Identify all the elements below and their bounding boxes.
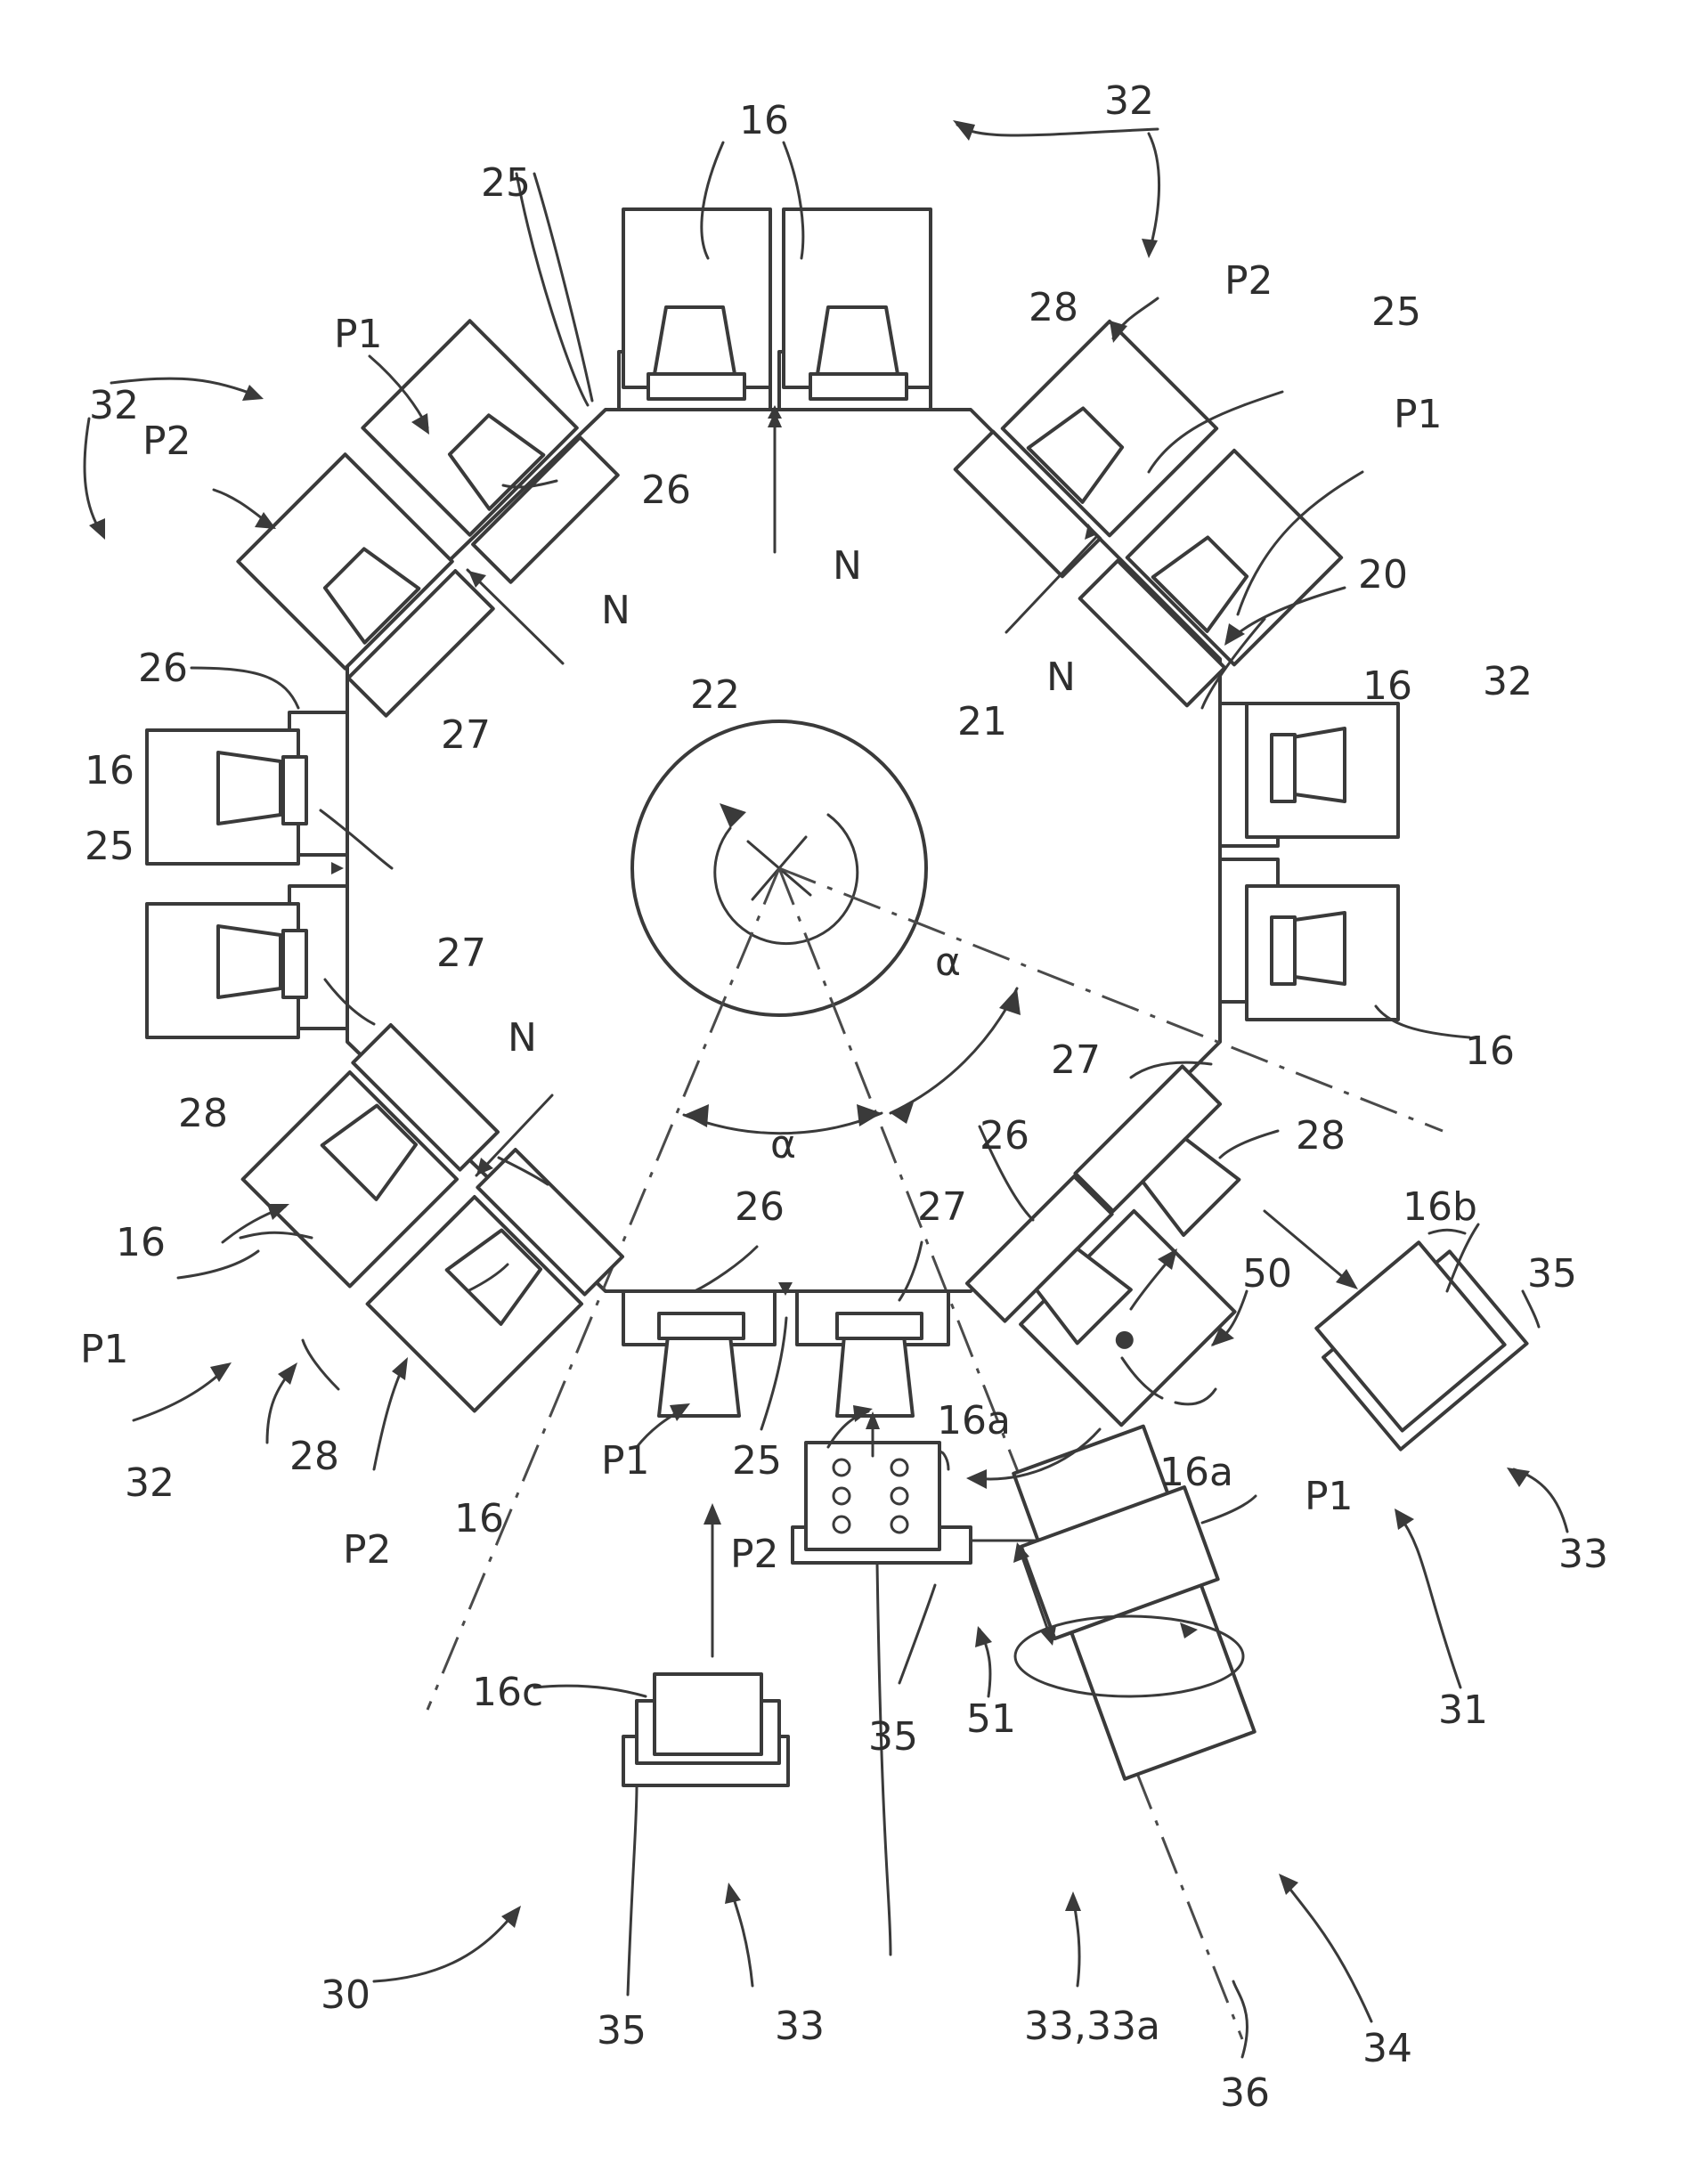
label-34: 34 — [1362, 2026, 1412, 2071]
label-35-right: 35 — [1527, 1251, 1577, 1297]
station-left-2 — [147, 886, 347, 1037]
label-32-top: 32 — [1104, 78, 1154, 124]
station-top-1 — [619, 209, 770, 410]
label-P1-lower-left: P1 — [80, 1327, 129, 1372]
alpha-arrow-1 — [684, 1104, 709, 1127]
label-P1-upper-left: P1 — [334, 312, 383, 357]
label-31: 31 — [1438, 1687, 1488, 1733]
label-16-right-bottom: 16 — [1465, 1029, 1515, 1074]
workpiece-16c-on-pallet — [623, 1674, 788, 1785]
label-27-left: 27 — [436, 931, 486, 976]
label-36: 36 — [1220, 2070, 1270, 2116]
label-alpha-lower: α — [770, 1122, 796, 1167]
label-35-bottom: 35 — [597, 2008, 647, 2053]
rotation-arrow-head — [720, 803, 746, 828]
alpha-arrow-2 — [857, 1104, 882, 1126]
label-P2-bottom: P2 — [730, 1532, 779, 1577]
label-16a-top: 16a — [937, 1398, 1011, 1443]
label-27-lower-right: 27 — [1051, 1037, 1101, 1083]
workpiece-16b-on-pallet — [1306, 1231, 1527, 1449]
label-16-top: 16 — [739, 98, 789, 143]
label-26-top: 26 — [641, 468, 691, 513]
label-28-lower-left: 28 — [289, 1434, 339, 1479]
label-16-left-top: 16 — [85, 748, 134, 793]
station-left-1 — [147, 712, 347, 864]
label-21: 21 — [957, 699, 1007, 744]
station-right-2 — [1220, 859, 1398, 1020]
label-P2-upper-left: P2 — [142, 419, 191, 464]
label-25-left: 25 — [85, 824, 134, 869]
label-32-left: 32 — [89, 383, 139, 428]
label-28-top: 28 — [1029, 285, 1078, 330]
label-33-33a: 33,33a — [1024, 2004, 1160, 2049]
label-16-lower-left: 16 — [116, 1220, 166, 1265]
label-51: 51 — [966, 1696, 1016, 1742]
normal-top-arrow — [768, 411, 782, 427]
label-27-upper-left: 27 — [441, 712, 491, 758]
label-N-upper-right: N — [1046, 655, 1076, 700]
exit-arrowhead-16b — [1336, 1269, 1358, 1289]
label-32-right: 32 — [1483, 659, 1533, 704]
label-P2-upper-right: P2 — [1224, 258, 1273, 304]
label-26-left: 26 — [138, 646, 188, 691]
label-25-upper-right: 25 — [1371, 289, 1421, 335]
label-35-middle: 35 — [868, 1714, 918, 1760]
label-16-right-top: 16 — [1362, 663, 1412, 709]
label-P1-upper-right: P1 — [1394, 392, 1443, 437]
feed-arrowhead-16c — [704, 1503, 721, 1525]
label-26-bottom: 26 — [735, 1184, 785, 1230]
pallet-with-fixture-16a — [793, 1443, 1037, 1563]
label-16b: 16b — [1403, 1184, 1477, 1230]
label-16a-right: 16a — [1159, 1450, 1233, 1495]
station-bottom-1 — [623, 1291, 775, 1416]
label-N-top: N — [833, 543, 862, 589]
label-22: 22 — [690, 672, 740, 718]
label-30: 30 — [321, 1972, 370, 2018]
label-P1-bottom: P1 — [601, 1438, 650, 1484]
label-P1-lower-right: P1 — [1305, 1474, 1354, 1519]
label-33-bottom: 33 — [775, 2004, 825, 2049]
station-bottom-2 — [797, 1291, 948, 1416]
label-N-upper-left: N — [601, 588, 630, 633]
station-right-1 — [1220, 703, 1398, 846]
alpha-arrow-3 — [999, 988, 1021, 1015]
label-27-bottom: 27 — [917, 1184, 967, 1230]
label-N-lower-left: N — [508, 1015, 537, 1061]
label-P2-lower-left: P2 — [343, 1527, 392, 1573]
label-32-lower-left: 32 — [125, 1460, 175, 1506]
station-lower-right-1 — [1075, 1066, 1267, 1258]
alpha-arrow-4 — [891, 1102, 914, 1124]
rotation-arrow-arc — [715, 815, 858, 944]
label-33-right: 33 — [1558, 1532, 1608, 1577]
point-25-left — [331, 862, 344, 874]
label-16-lower-left-2: 16 — [454, 1496, 504, 1541]
label-28-left: 28 — [178, 1091, 228, 1136]
label-50: 50 — [1242, 1251, 1292, 1297]
point-25-bottom — [778, 1282, 793, 1296]
label-alpha-right: α — [935, 939, 961, 985]
swing-arrowhead-16a — [966, 1469, 987, 1489]
label-26-lower-right: 26 — [980, 1113, 1029, 1159]
alpha-arc-right — [891, 988, 1017, 1113]
label-28-lower-right: 28 — [1296, 1113, 1346, 1159]
label-25-bottom: 25 — [732, 1438, 782, 1484]
label-25-top-left: 25 — [481, 160, 531, 206]
label-16c: 16c — [472, 1670, 543, 1715]
label-20: 20 — [1358, 552, 1408, 598]
